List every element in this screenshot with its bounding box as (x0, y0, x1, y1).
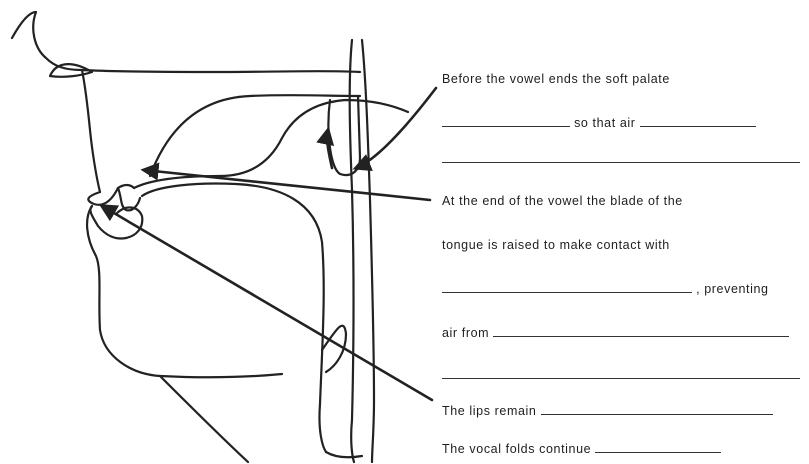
vocal-folds-row: The vocal folds continue (442, 442, 721, 456)
air-from-blank[interactable] (493, 326, 789, 337)
lips-blank[interactable] (541, 404, 773, 415)
lips-text: The lips remain (442, 404, 536, 418)
so-that-air-text: so that air (574, 116, 636, 130)
tongue-blade-answer-row: , preventing (442, 282, 769, 296)
neck-outline (160, 376, 248, 462)
tongue-blade-question-line2: tongue is raised to make contact with (442, 238, 670, 252)
soft-palate-blank-3[interactable] (442, 162, 800, 163)
tongue-blade-text-1: At the end of the vowel the blade of the (442, 194, 683, 208)
air-from-blank-2[interactable] (442, 378, 800, 379)
nose-outline (12, 12, 360, 72)
air-from-text: air from (442, 326, 489, 340)
soft-palate-blank-2[interactable] (640, 116, 756, 127)
soft-palate-question: Before the vowel ends the soft palate (442, 72, 670, 86)
tongue-blade-text-2: tongue is raised to make contact with (442, 238, 670, 252)
chin-jaw-outline (87, 206, 282, 377)
pharynx-front-wall (362, 40, 374, 462)
lips-row: The lips remain (442, 404, 773, 418)
pharynx-back-wall (350, 40, 354, 462)
tongue-blade-question-line1: At the end of the vowel the blade of the (442, 194, 683, 208)
vocal-folds-blank[interactable] (595, 442, 721, 453)
tongue-blade-blank-1[interactable] (442, 282, 692, 293)
vocal-folds-text: The vocal folds continue (442, 442, 591, 456)
soft-palate-outline (328, 96, 360, 175)
nose-front-outline (82, 70, 100, 192)
upper-lip-outline (88, 185, 134, 205)
arrow-lips (102, 206, 432, 400)
soft-palate-question-text: Before the vowel ends the soft palate (442, 72, 670, 86)
tongue-outline (142, 184, 326, 453)
larynx-bottom (326, 452, 362, 457)
soft-palate-blank-1[interactable] (442, 116, 570, 127)
epiglottis-outline (322, 326, 346, 372)
soft-palate-answer-row: so that air (442, 116, 756, 130)
preventing-text: , preventing (696, 282, 769, 296)
air-from-row: air from (442, 326, 789, 340)
